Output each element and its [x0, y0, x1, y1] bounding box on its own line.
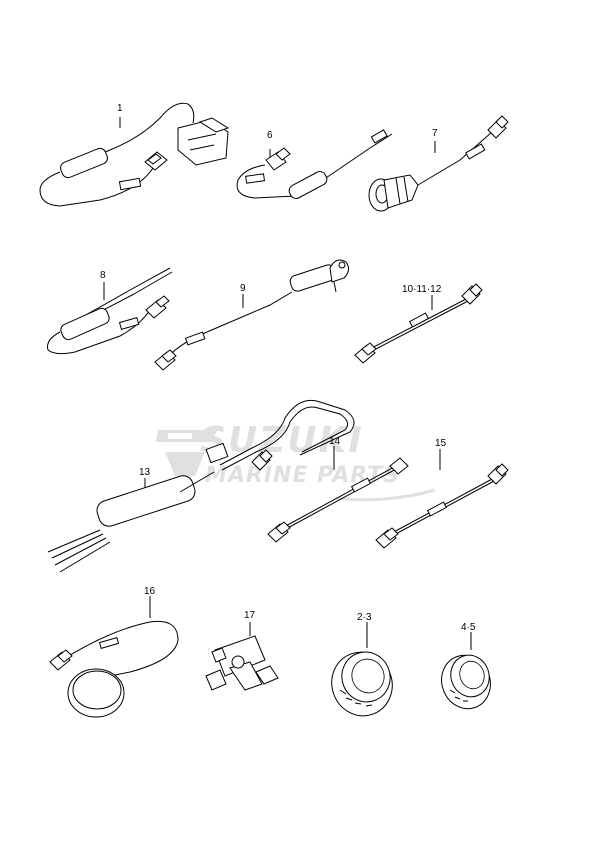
part-1-cable — [39, 102, 230, 207]
watermark: SUZUKI MARINE PARTS — [156, 420, 436, 502]
part-label-4-5: 4·5 — [461, 622, 476, 633]
part-label-2-3: 2·3 — [357, 612, 372, 623]
part-8-cable — [47, 267, 173, 355]
part-label-1: 1 — [117, 103, 123, 114]
part-label-8: 8 — [100, 270, 106, 281]
part-7-sensor — [368, 115, 509, 212]
part-label-7: 7 — [432, 128, 438, 139]
part-label-17: 17 — [244, 610, 256, 621]
part-6-cable — [236, 129, 393, 199]
part-15-cable — [375, 449, 509, 549]
part-label-9: 9 — [240, 283, 246, 294]
part-4-5-ring — [441, 632, 491, 710]
part-label-14: 14 — [329, 436, 341, 447]
part-14-cable — [267, 446, 409, 543]
part-label-15: 15 — [435, 438, 447, 449]
part-label-6: 6 — [267, 130, 273, 141]
part-9-cable — [154, 259, 350, 371]
watermark-sub: MARINE PARTS — [205, 463, 400, 488]
part-label-13: 13 — [139, 467, 151, 478]
part-label-10-11-12: 10·11·12 — [402, 284, 442, 295]
part-17-tee-connector — [205, 622, 279, 691]
part-2-3-ring — [331, 622, 393, 717]
part-10-11-12-cable — [354, 283, 483, 364]
part-16-sensor — [49, 596, 179, 718]
part-label-16: 16 — [144, 586, 156, 597]
part-13-cable-bundle — [47, 399, 355, 573]
